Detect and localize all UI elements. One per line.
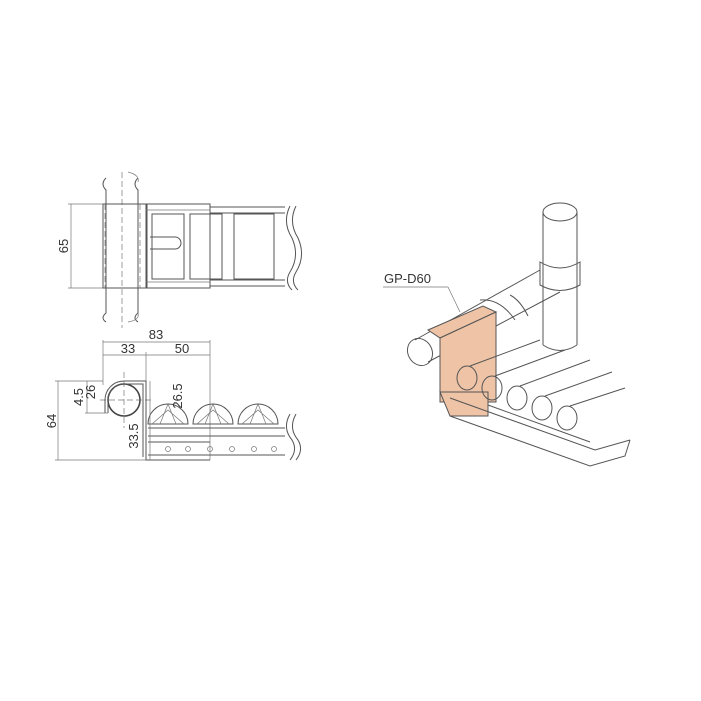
dimension-26-5: 26.5 [170, 383, 185, 408]
dimension-50: 50 [175, 341, 189, 356]
dimension-33-5: 33.5 [126, 423, 141, 448]
callout-gp-d60: GP-D60 [384, 271, 431, 286]
bracket-bottom-face [439, 391, 489, 417]
roller-profiles [147, 403, 279, 425]
dimension-83: 83 [149, 327, 163, 342]
dimension-64: 64 [44, 414, 59, 428]
isometric-view: GP-D60 [383, 202, 631, 467]
dimension-33: 33 [121, 341, 135, 356]
dimension-4-5: 4.5 [71, 388, 86, 406]
isometric-rollers [456, 339, 626, 431]
dimension-65: 65 [56, 239, 71, 253]
side-view: 83 33 50 [44, 327, 302, 461]
dimension-26: 26 [83, 385, 98, 399]
bracket-front-face [439, 311, 497, 403]
top-view: 65 [56, 171, 302, 328]
